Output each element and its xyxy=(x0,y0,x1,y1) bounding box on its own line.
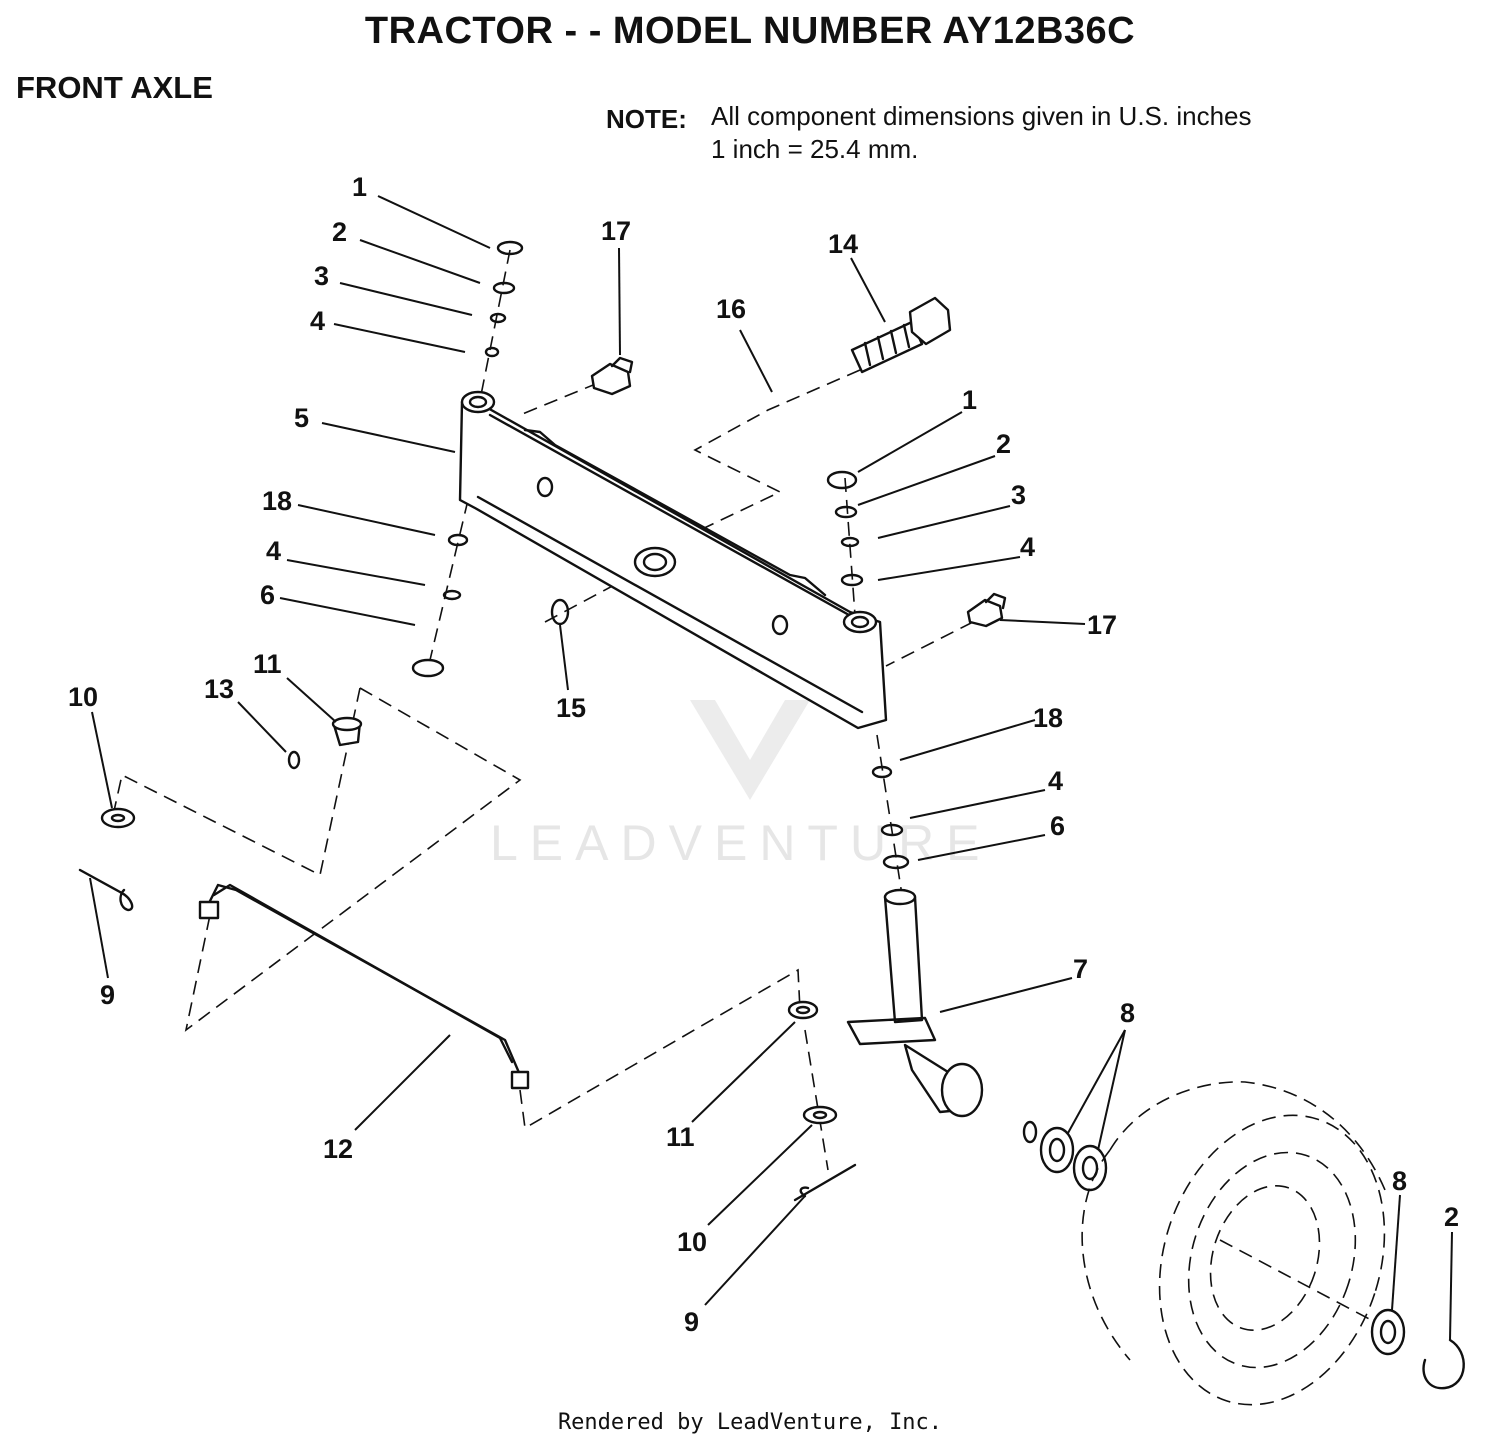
callout-14: 14 xyxy=(828,229,858,259)
pivot-bolt xyxy=(850,296,952,374)
callout-4-lower-left: 4 xyxy=(266,536,281,566)
callout-3-upper-left: 3 xyxy=(314,261,329,291)
spindle-hardware-left-lower xyxy=(411,533,469,678)
callout-9-left: 9 xyxy=(100,980,115,1010)
callout-3-right: 3 xyxy=(1011,480,1026,510)
note-label: NOTE: xyxy=(606,104,687,134)
wheel-washers xyxy=(1022,1120,1406,1356)
section-title: FRONT AXLE xyxy=(16,70,213,105)
footer-credit: Rendered by LeadVenture, Inc. xyxy=(557,1410,943,1435)
callout-11-right: 11 xyxy=(666,1122,695,1152)
callout-1-right: 1 xyxy=(962,385,977,415)
callout-6-right: 6 xyxy=(1050,811,1065,841)
callout-5: 5 xyxy=(294,403,309,433)
callout-13: 13 xyxy=(204,674,234,704)
callout-17-upper: 17 xyxy=(601,216,631,246)
cotter-pin-left xyxy=(78,868,134,912)
tie-rod xyxy=(198,883,530,1090)
callout-7: 7 xyxy=(1073,954,1088,984)
note-text-line1: All component dimensions given in U.S. i… xyxy=(711,101,1252,131)
callout-12: 12 xyxy=(323,1134,353,1164)
callout-4-lower-right: 4 xyxy=(1048,766,1063,796)
page-title: TRACTOR - - MODEL NUMBER AY12B36C xyxy=(364,10,1136,52)
retaining-clip xyxy=(1422,1338,1465,1390)
callout-2-upper-left: 2 xyxy=(332,217,347,247)
tie-rod-hardware-right xyxy=(787,1000,838,1125)
callout-leaders xyxy=(89,195,1453,1341)
callout-11-left: 11 xyxy=(253,649,282,679)
callout-10-right: 10 xyxy=(677,1227,707,1257)
front-axle-beam xyxy=(458,390,888,730)
callout-16: 16 xyxy=(716,294,746,324)
callout-4-right: 4 xyxy=(1020,532,1035,562)
washer-15 xyxy=(550,598,570,626)
callout-18-left: 18 xyxy=(262,486,292,516)
note-text-line2: 1 inch = 25.4 mm. xyxy=(711,134,919,164)
callout-4-upper-left: 4 xyxy=(310,306,325,336)
callout-8-upper: 8 xyxy=(1120,998,1135,1028)
tie-rod-hardware-left xyxy=(100,716,363,829)
spindle-hardware-right-lower xyxy=(871,765,910,870)
callout-labels: 1 2 3 4 5 18 4 6 17 14 16 1 2 3 4 17 15 … xyxy=(68,172,1459,1337)
spindle xyxy=(846,888,984,1118)
grease-fitting-lower xyxy=(966,592,1007,628)
callout-2-clip: 2 xyxy=(1444,1202,1459,1232)
wheel-assembly xyxy=(1081,1081,1386,1406)
callout-17-lower: 17 xyxy=(1087,610,1117,640)
callout-8-lower: 8 xyxy=(1392,1166,1407,1196)
callout-1-upper-left: 1 xyxy=(352,172,367,202)
cotter-pin-right xyxy=(793,1163,857,1202)
callout-18-right: 18 xyxy=(1033,703,1063,733)
spindle-hardware-left-upper xyxy=(484,240,524,358)
spindle-hardware-right-upper xyxy=(826,470,864,587)
watermark-text: LEADVENTURE xyxy=(490,815,992,871)
callout-6-left: 6 xyxy=(260,580,275,610)
callout-15: 15 xyxy=(556,693,586,723)
callout-9-right: 9 xyxy=(684,1307,699,1337)
grease-fitting-upper xyxy=(590,356,634,396)
callout-10-left: 10 xyxy=(68,682,98,712)
callout-2-right: 2 xyxy=(996,429,1011,459)
